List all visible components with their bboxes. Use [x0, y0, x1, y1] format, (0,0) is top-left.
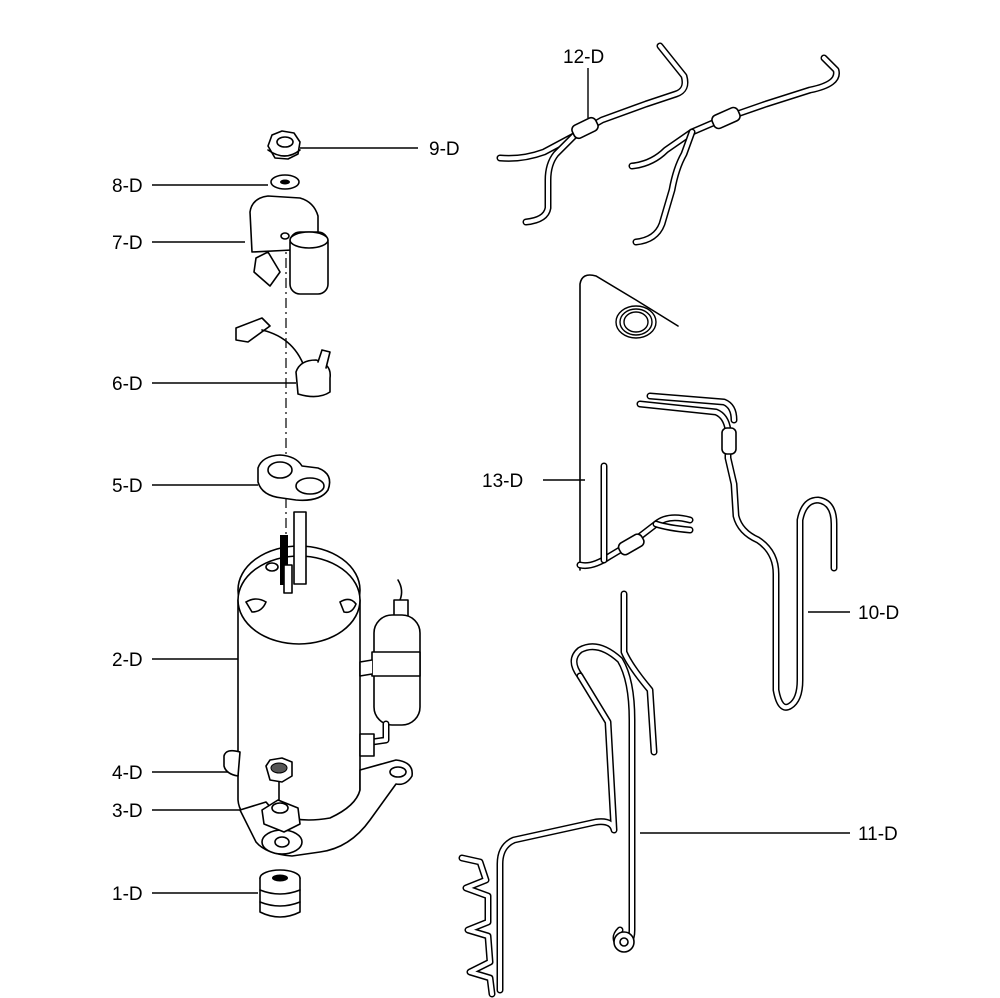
label-5d: 5-D: [112, 476, 143, 497]
flange-nut-9d: [267, 130, 301, 160]
label-12d: 12-D: [563, 47, 604, 68]
label-9d: 9-D: [429, 139, 460, 160]
grommet-1d: [259, 869, 301, 918]
nut-4d: [265, 757, 293, 801]
label-13d: 13-D: [482, 471, 523, 492]
label-8d: 8-D: [112, 176, 143, 197]
label-1d: 1-D: [112, 884, 143, 905]
label-3d: 3-D: [112, 801, 143, 822]
terminal-connector-6d: [235, 317, 332, 398]
washer-8d: [270, 174, 300, 190]
pipe-assembly-12d-b: [628, 54, 840, 246]
label-11d: 11-D: [858, 824, 898, 845]
part-labels: 9-D 8-D 7-D 6-D 5-D 2-D 4-D 3-D 1-D 12-D…: [112, 47, 899, 905]
label-2d: 2-D: [112, 650, 143, 671]
pipe-10d: [636, 392, 838, 711]
gasket-5d: [257, 454, 331, 502]
label-4d: 4-D: [112, 763, 143, 784]
label-10d: 10-D: [858, 603, 899, 624]
spacer-3d: [261, 799, 301, 833]
terminal-cover-7d: [249, 195, 329, 295]
pipe-11d: [458, 590, 658, 998]
compressor-2d: [223, 511, 421, 857]
pipe-assembly-12d-a: [496, 42, 689, 226]
label-6d: 6-D: [112, 374, 143, 395]
capillary-assembly-13d: [576, 274, 694, 571]
label-7d: 7-D: [112, 233, 143, 254]
